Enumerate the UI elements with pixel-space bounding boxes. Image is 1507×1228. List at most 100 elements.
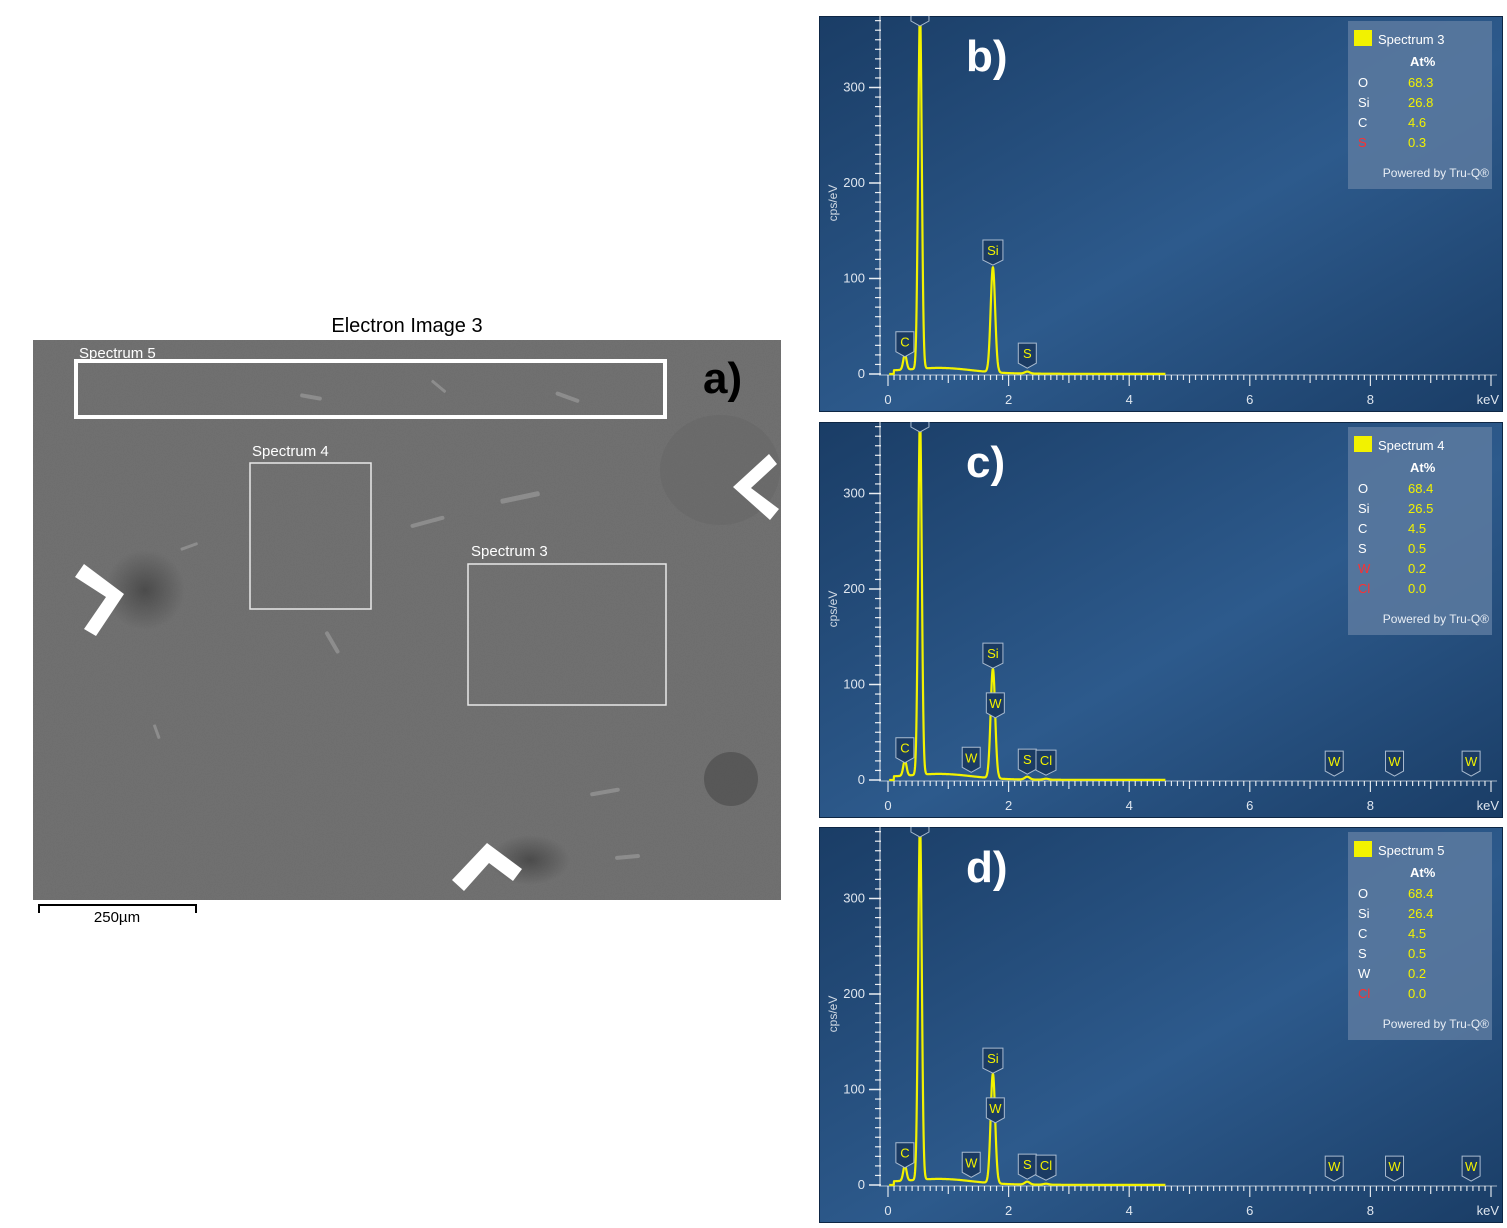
legend-element: S <box>1358 541 1367 556</box>
peak-label-marker[interactable]: Cl <box>1035 1154 1057 1181</box>
legend-value: 0.3 <box>1408 135 1426 150</box>
peak-label-marker[interactable]: S <box>1017 748 1037 775</box>
scale-bar-label: 250µm <box>94 909 140 926</box>
legend-element: O <box>1358 75 1368 90</box>
spectrum-chart: 0100200300cps/eV02468keVCOSiSb)Spectrum … <box>819 16 1503 412</box>
peak-label-box <box>895 331 915 358</box>
peak-label-marker[interactable]: C <box>895 331 915 358</box>
legend-element: S <box>1358 946 1367 961</box>
legend-element: Si <box>1358 906 1370 921</box>
peak-label-text: Si <box>987 243 999 258</box>
spectrum-region-5[interactable]: Spectrum 5 <box>74 345 667 419</box>
legend-swatch <box>1354 30 1372 46</box>
peak-label-text: Si <box>987 646 999 661</box>
y-tick-label: 100 <box>843 271 865 286</box>
spectrum-panel-c: 0100200300cps/eV02468keVCOSiWWSClWWWc)Sp… <box>819 422 1503 818</box>
peak-label-box <box>1017 1153 1037 1180</box>
y-tick-label: 200 <box>843 986 865 1001</box>
peak-labels: COSiWWSClWWW <box>895 827 1481 1182</box>
legend-value: 0.0 <box>1408 986 1426 1001</box>
peak-label-text: S <box>1023 346 1032 361</box>
chevron-marker-right <box>733 454 779 520</box>
legend-footer: Powered by Tru-Q® <box>1383 1017 1489 1031</box>
legend-value: 0.2 <box>1408 561 1426 576</box>
peak-label-box <box>895 737 915 764</box>
peak-label-marker[interactable]: C <box>895 1142 915 1169</box>
legend-element: Cl <box>1358 581 1370 596</box>
y-tick-label: 0 <box>858 366 865 381</box>
peak-label-marker[interactable]: W <box>1385 750 1405 777</box>
peak-label-marker[interactable]: O <box>910 422 930 433</box>
peak-label-text: C <box>900 1146 909 1161</box>
peak-label-marker[interactable]: W <box>1461 750 1481 777</box>
peak-label-text: Si <box>987 1051 999 1066</box>
peak-label-marker[interactable]: W <box>961 1151 981 1178</box>
peak-label-marker[interactable]: S <box>1017 1153 1037 1180</box>
chevron-markers <box>75 454 779 891</box>
peak-point <box>1026 370 1029 373</box>
peak-label-text: W <box>1328 754 1341 769</box>
legend-element: O <box>1358 481 1368 496</box>
legend-element: S <box>1358 135 1367 150</box>
peak-label-box <box>1017 748 1037 775</box>
peak-point <box>1026 1180 1029 1183</box>
peak-label-marker[interactable]: Si <box>982 642 1004 669</box>
y-tick-label: 200 <box>843 175 865 190</box>
peak-label-marker[interactable]: W <box>1385 1155 1405 1182</box>
y-axis-label: cps/eV <box>826 996 840 1033</box>
legend-value: 0.5 <box>1408 541 1426 556</box>
panel-label: d) <box>966 843 1008 892</box>
peak-label-marker[interactable]: O <box>910 827 930 838</box>
peak-label-text: W <box>1328 1159 1341 1174</box>
x-tick-label: 8 <box>1367 392 1374 407</box>
legend-header: At% <box>1410 460 1436 475</box>
peak-label-marker[interactable]: W <box>985 1097 1005 1124</box>
legend-value: 68.4 <box>1408 886 1433 901</box>
electron-image-panel: Electron Image 3 Spectrum 5 <box>33 315 781 926</box>
peak-label-marker[interactable]: W <box>1461 1155 1481 1182</box>
peak-label-box <box>1385 1155 1405 1182</box>
spectrum-region-4[interactable]: Spectrum 4 <box>249 443 372 610</box>
legend-value: 0.0 <box>1408 581 1426 596</box>
legend-element: O <box>1358 886 1368 901</box>
legend-value: 0.5 <box>1408 946 1426 961</box>
legend-spectrum-name: Spectrum 4 <box>1378 438 1444 453</box>
peak-label-marker[interactable]: S <box>1017 342 1037 369</box>
peak-label-text: O <box>915 827 925 830</box>
x-axis-label: keV <box>1477 798 1500 813</box>
spectrum-chart: 0100200300cps/eV02468keVCOSiWWSClWWWc)Sp… <box>819 422 1503 818</box>
peak-label-text: W <box>989 1101 1002 1116</box>
y-tick-label: 0 <box>858 772 865 787</box>
peak-label-marker[interactable]: O <box>910 16 930 27</box>
peak-labels: C O SiS <box>895 16 1037 369</box>
legend-header: At% <box>1410 865 1436 880</box>
peak-label-marker[interactable]: Cl <box>1035 749 1057 776</box>
peak-label-text: Cl <box>1040 1158 1052 1173</box>
peak-label-marker[interactable]: W <box>985 692 1005 719</box>
y-tick-label: 100 <box>843 677 865 692</box>
peak-label-marker[interactable]: W <box>1324 750 1344 777</box>
peak-label-box <box>1385 750 1405 777</box>
spectrum-region-3[interactable]: Spectrum 3 <box>467 543 667 706</box>
legend-value: 26.8 <box>1408 95 1433 110</box>
legend-background <box>1348 21 1492 189</box>
peak-label-marker[interactable]: Si <box>982 239 1004 266</box>
x-tick-label: 4 <box>1126 392 1133 407</box>
peak-label-marker[interactable]: Si <box>982 1047 1004 1074</box>
peak-label-marker[interactable]: W <box>961 746 981 773</box>
peak-label-text: O <box>915 16 925 19</box>
x-tick-label: 6 <box>1246 392 1253 407</box>
y-tick-label: 100 <box>843 1082 865 1097</box>
legend-footer: Powered by Tru-Q® <box>1383 166 1489 180</box>
x-tick-label: 2 <box>1005 1203 1012 1218</box>
legend-swatch <box>1354 436 1372 452</box>
x-tick-label: 2 <box>1005 392 1012 407</box>
legend-element: C <box>1358 521 1367 536</box>
legend-value: 4.5 <box>1408 521 1426 536</box>
peak-label-marker[interactable]: C <box>895 737 915 764</box>
peak-label-marker[interactable]: W <box>1324 1155 1344 1182</box>
